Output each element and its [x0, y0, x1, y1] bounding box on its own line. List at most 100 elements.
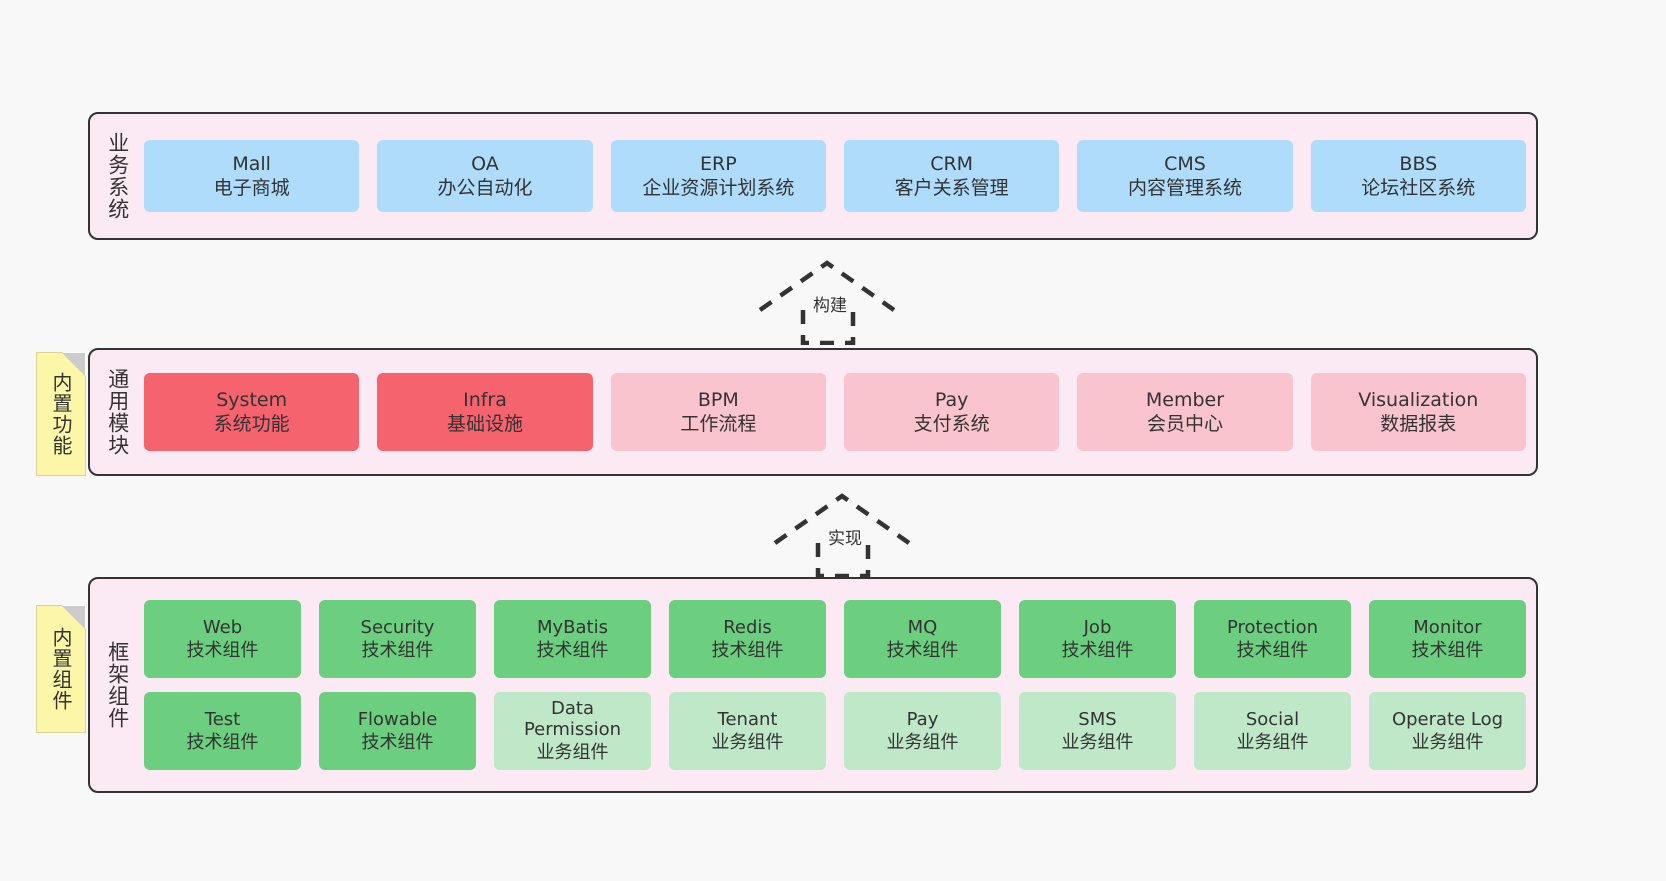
card-pay-component[interactable]: Pay 业务组件: [844, 692, 1001, 770]
card-erp-name: ERP: [699, 152, 737, 175]
card-cms[interactable]: CMS 内容管理系统: [1077, 140, 1293, 212]
card-member-name: Member: [1145, 388, 1225, 411]
card-visualization-name: Visualization: [1358, 388, 1479, 411]
card-monitor-name: Monitor: [1413, 616, 1482, 638]
card-sms-name: SMS: [1078, 708, 1117, 730]
card-data-permission-name: Data Permission: [523, 698, 622, 741]
card-crm-sub: 客户关系管理: [894, 177, 1009, 199]
connector-build: 构建: [745, 255, 925, 346]
note-builtin-component: 内置组件: [36, 605, 86, 733]
layer-framework-title: 框架组件: [105, 641, 130, 729]
layer-framework-component: 框架组件 Web 技术组件 Security 技术组件 MyBatis 技术组件…: [88, 577, 1538, 793]
connector-build-label: 构建: [813, 296, 847, 316]
card-web-sub: 技术组件: [186, 640, 259, 661]
card-pay-component-name: Pay: [906, 708, 939, 730]
card-job-name: Job: [1083, 616, 1112, 638]
card-member-sub: 会员中心: [1146, 413, 1223, 435]
business-card-row: Mall 电子商城 OA 办公自动化 ERP 企业资源计划系统 CRM 客户关系…: [144, 140, 1526, 212]
card-bbs[interactable]: BBS 论坛社区系统: [1310, 140, 1526, 212]
framework-row-2: Test 技术组件 Flowable 技术组件 Data Permission …: [144, 692, 1526, 770]
connector-implement-shape: [773, 493, 911, 579]
card-protection-name: Protection: [1226, 616, 1319, 638]
card-infra[interactable]: Infra 基础设施: [377, 373, 593, 451]
card-security-sub: 技术组件: [361, 640, 434, 661]
layer-module-title: 通用模块: [105, 368, 130, 456]
card-redis[interactable]: Redis 技术组件: [669, 600, 826, 678]
card-flowable-name: Flowable: [357, 708, 438, 730]
card-oa[interactable]: OA 办公自动化: [377, 140, 593, 212]
card-flowable[interactable]: Flowable 技术组件: [319, 692, 476, 770]
connector-implement-label: 实现: [828, 529, 862, 549]
card-mybatis-name: MyBatis: [537, 616, 608, 638]
connector-implement: 实现: [760, 488, 940, 579]
card-pay-module[interactable]: Pay 支付系统: [843, 373, 1060, 451]
card-monitor[interactable]: Monitor 技术组件: [1369, 600, 1526, 678]
layer-framework-body: Web 技术组件 Security 技术组件 MyBatis 技术组件 Redi…: [144, 579, 1536, 791]
card-tenant-name: Tenant: [717, 708, 778, 730]
card-monitor-sub: 技术组件: [1411, 640, 1484, 661]
note-builtin-component-label: 内置组件: [49, 627, 73, 711]
card-oa-name: OA: [471, 152, 499, 175]
card-infra-sub: 基础设施: [446, 413, 523, 435]
card-social-sub: 业务组件: [1236, 732, 1309, 753]
card-infra-name: Infra: [463, 388, 507, 411]
card-bpm-sub: 工作流程: [680, 413, 757, 435]
card-tenant-sub: 业务组件: [711, 732, 784, 753]
card-data-permission-sub: 业务组件: [536, 741, 609, 763]
card-social[interactable]: Social 业务组件: [1194, 692, 1351, 770]
card-operate-log[interactable]: Operate Log 业务组件: [1369, 692, 1526, 770]
card-cms-name: CMS: [1164, 152, 1206, 175]
card-test-name: Test: [204, 708, 241, 730]
layer-business-title: 业务系统: [105, 132, 130, 220]
card-web-name: Web: [202, 616, 243, 638]
card-web[interactable]: Web 技术组件: [144, 600, 301, 678]
card-pay-component-sub: 业务组件: [886, 732, 959, 753]
card-bbs-sub: 论坛社区系统: [1361, 177, 1476, 199]
card-operate-log-name: Operate Log: [1391, 708, 1504, 730]
note-builtin-function: 内置功能: [36, 352, 86, 476]
card-test-sub: 技术组件: [186, 732, 259, 753]
card-pay-module-sub: 支付系统: [913, 413, 990, 435]
card-visualization[interactable]: Visualization 数据报表: [1310, 373, 1526, 451]
card-protection-sub: 技术组件: [1236, 640, 1309, 661]
card-social-name: Social: [1245, 708, 1300, 730]
card-bbs-name: BBS: [1399, 152, 1438, 175]
card-mall-sub: 电子商城: [213, 177, 290, 199]
card-oa-sub: 办公自动化: [437, 177, 533, 199]
card-protection[interactable]: Protection 技术组件: [1194, 600, 1351, 678]
card-sms[interactable]: SMS 业务组件: [1019, 692, 1176, 770]
card-job[interactable]: Job 技术组件: [1019, 600, 1176, 678]
card-sms-sub: 业务组件: [1061, 732, 1134, 753]
card-system-name: System: [216, 388, 288, 411]
layer-business-system: 业务系统 Mall 电子商城 OA 办公自动化 ERP 企业资源计划系统 CRM: [88, 112, 1538, 240]
layer-module-body: System 系统功能 Infra 基础设施 BPM 工作流程 Pay 支付系统…: [144, 350, 1536, 474]
layer-business-body: Mall 电子商城 OA 办公自动化 ERP 企业资源计划系统 CRM 客户关系…: [144, 114, 1536, 238]
card-system[interactable]: System 系统功能: [144, 373, 360, 451]
card-visualization-sub: 数据报表: [1380, 413, 1457, 435]
card-crm-name: CRM: [930, 152, 974, 175]
card-erp-sub: 企业资源计划系统: [642, 177, 795, 199]
card-tenant[interactable]: Tenant 业务组件: [669, 692, 826, 770]
card-mybatis-sub: 技术组件: [536, 640, 609, 661]
card-data-permission[interactable]: Data Permission 业务组件: [494, 692, 651, 770]
note-builtin-function-label: 内置功能: [49, 372, 73, 456]
card-bpm[interactable]: BPM 工作流程: [610, 373, 826, 451]
card-flowable-sub: 技术组件: [361, 732, 434, 753]
card-cms-sub: 内容管理系统: [1127, 177, 1242, 199]
card-member[interactable]: Member 会员中心: [1077, 373, 1293, 451]
card-erp[interactable]: ERP 企业资源计划系统: [610, 140, 826, 212]
card-job-sub: 技术组件: [1061, 640, 1134, 661]
card-mq[interactable]: MQ 技术组件: [844, 600, 1001, 678]
card-redis-sub: 技术组件: [711, 640, 784, 661]
module-card-row: System 系统功能 Infra 基础设施 BPM 工作流程 Pay 支付系统…: [144, 373, 1526, 451]
card-test[interactable]: Test 技术组件: [144, 692, 301, 770]
card-mall-name: Mall: [232, 152, 271, 175]
card-mall[interactable]: Mall 电子商城: [144, 140, 360, 212]
card-mq-name: MQ: [907, 616, 938, 638]
card-security[interactable]: Security 技术组件: [319, 600, 476, 678]
card-system-sub: 系统功能: [213, 413, 290, 435]
card-mybatis[interactable]: MyBatis 技术组件: [494, 600, 651, 678]
card-crm[interactable]: CRM 客户关系管理: [843, 140, 1060, 212]
connector-build-shape: [758, 260, 896, 346]
